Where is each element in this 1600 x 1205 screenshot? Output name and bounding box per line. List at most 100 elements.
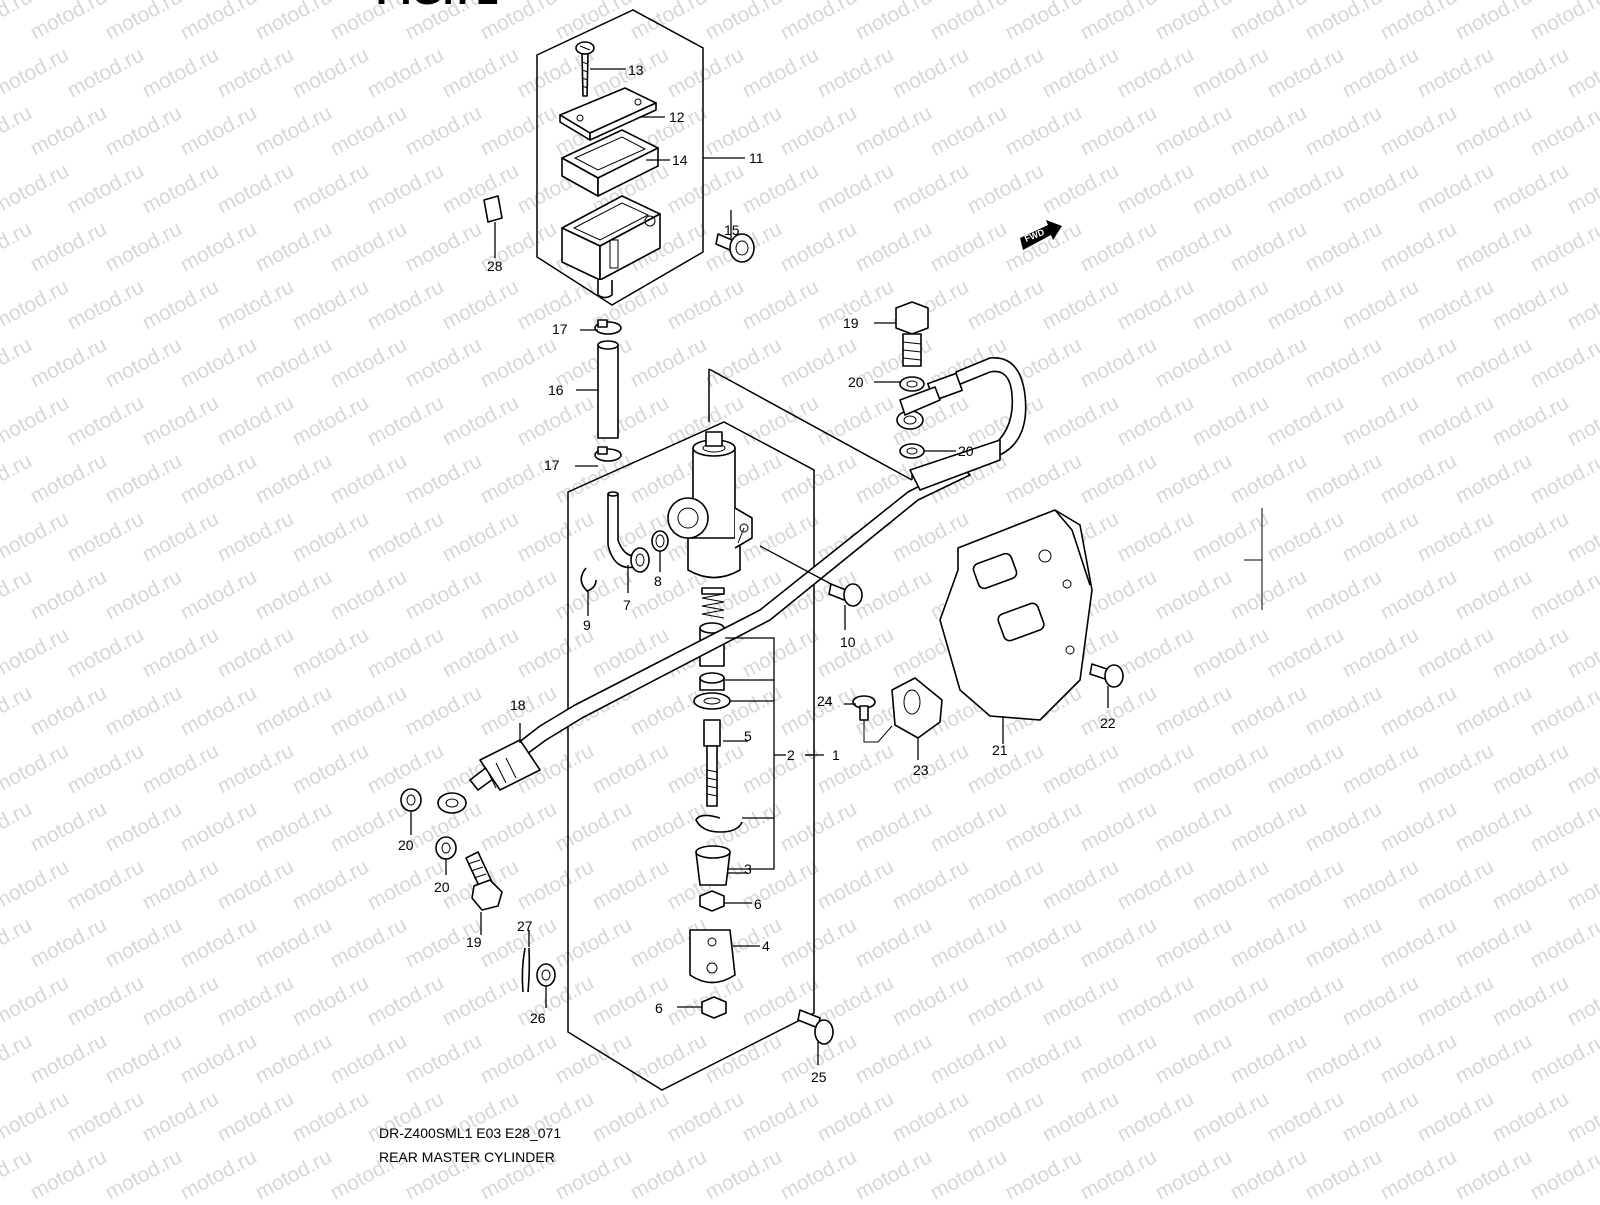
watermark-text: motod.ru [889, 159, 973, 218]
callout-4: 4 [762, 938, 770, 954]
watermark-text: motod.ru [1377, 1029, 1461, 1088]
guard-bracket [891, 677, 943, 739]
watermark-text: motod.ru [214, 391, 298, 450]
watermark-text: motod.ru [177, 1145, 261, 1200]
watermark-text: motod.ru [64, 1087, 148, 1146]
watermark-text: motod.ru [1227, 101, 1311, 160]
watermark-text: motod.ru [327, 565, 411, 624]
watermark-text: motod.ru [627, 333, 711, 392]
watermark-text: motod.ru [252, 449, 336, 508]
watermark-text: motod.ru [964, 275, 1048, 334]
watermark-text: motod.ru [1414, 739, 1498, 798]
watermark-text: motod.ru [1302, 681, 1386, 740]
watermark-text: motod.ru [1227, 1145, 1311, 1200]
watermark-text: motod.ru [777, 681, 861, 740]
watermark-text: motod.ru [1377, 681, 1461, 740]
watermark-text: motod.ru [1264, 43, 1348, 102]
washer-26 [536, 963, 556, 987]
watermark-text: motod.ru [739, 739, 823, 798]
watermark-text: motod.ru [1302, 0, 1386, 44]
figure-heading: FIG.71 [376, 0, 498, 13]
watermark-text: motod.ru [439, 971, 523, 1030]
watermark-text: motod.ru [1527, 1029, 1600, 1088]
watermark-text: motod.ru [1077, 913, 1161, 972]
watermark-text: motod.ru [777, 797, 861, 856]
watermark-text: motod.ru [1114, 971, 1198, 1030]
watermark-text: motod.ru [1002, 1029, 1086, 1088]
callout-13: 13 [628, 62, 644, 78]
watermark-text: motod.ru [1527, 797, 1600, 856]
watermark-text: motod.ru [252, 681, 336, 740]
watermark-text: motod.ru [852, 797, 936, 856]
watermark-text: motod.ru [777, 0, 861, 44]
watermark-text: motod.ru [664, 43, 748, 102]
watermark-text: motod.ru [1114, 43, 1198, 102]
callout-7: 7 [623, 597, 631, 613]
watermark-text: motod.ru [177, 0, 261, 44]
watermark-text: motod.ru [1564, 971, 1600, 1030]
watermark-text: motod.ru [1452, 1145, 1536, 1200]
watermark-text: motod.ru [1227, 797, 1311, 856]
watermark-text: motod.ru [927, 0, 1011, 44]
watermark-text: motod.ru [439, 43, 523, 102]
watermark-text: motod.ru [1564, 623, 1600, 682]
watermark-text: motod.ru [1452, 333, 1536, 392]
callout-11: 11 [749, 150, 764, 166]
clevis-pin [797, 1009, 834, 1065]
watermark-text: motod.ru [477, 797, 561, 856]
watermark-text: motod.ru [214, 507, 298, 566]
watermark-text: motod.ru [1452, 797, 1536, 856]
watermark-text: motod.ru [1152, 217, 1236, 276]
watermark-text: motod.ru [889, 971, 973, 1030]
watermark-text: motod.ru [1114, 507, 1198, 566]
watermark-text: motod.ru [177, 217, 261, 276]
watermark-text: motod.ru [589, 855, 673, 914]
watermark-text: motod.ru [814, 391, 898, 450]
watermark-text: motod.ru [1039, 855, 1123, 914]
watermark-text: motod.ru [1077, 449, 1161, 508]
watermark-text: motod.ru [0, 275, 73, 334]
watermark-text: motod.ru [1189, 275, 1273, 334]
watermark-text: motod.ru [214, 739, 298, 798]
watermark-text: motod.ru [1414, 623, 1498, 682]
callout-27: 27 [517, 918, 533, 934]
watermark-text: motod.ru [0, 1087, 73, 1146]
watermark-text: motod.ru [1489, 739, 1573, 798]
watermark-text: motod.ru [1302, 333, 1386, 392]
watermark-text: motod.ru [252, 1029, 336, 1088]
watermark-text: motod.ru [1452, 449, 1536, 508]
callout-15: 15 [724, 222, 740, 238]
watermark-text: motod.ru [1152, 797, 1236, 856]
watermark-text: motod.ru [139, 739, 223, 798]
callout-26: 26 [530, 1010, 546, 1026]
watermark-text: motod.ru [64, 739, 148, 798]
watermark-text: motod.ru [64, 855, 148, 914]
watermark-text: motod.ru [1489, 855, 1573, 914]
watermark-text: motod.ru [1527, 333, 1600, 392]
watermark-text: motod.ru [1564, 507, 1600, 566]
watermark-text: motod.ru [27, 449, 111, 508]
callout-16: 16 [548, 382, 564, 398]
watermark-text: motod.ru [1377, 333, 1461, 392]
part-number-labels: 1 2 3 4 5 6 6 7 8 9 10 11 12 13 14 15 16… [398, 62, 1116, 1085]
crush-washer-upper-1 [899, 376, 925, 392]
watermark-text: motod.ru [852, 0, 936, 44]
watermark-text: motod.ru [0, 159, 73, 218]
watermark-text: motod.ru [177, 565, 261, 624]
watermark-text: motod.ru [1152, 0, 1236, 44]
watermark-text: motod.ru [664, 739, 748, 798]
watermark-text: motod.ru [1189, 971, 1273, 1030]
callout-18: 18 [510, 697, 526, 713]
watermark-text: motod.ru [1264, 391, 1348, 450]
watermark-text: motod.ru [1152, 333, 1236, 392]
watermark-text: motod.ru [1002, 0, 1086, 44]
leader-lines [410, 68, 1004, 1008]
watermark-text: motod.ru [927, 1029, 1011, 1088]
watermark-text: motod.ru [102, 1145, 186, 1200]
watermark-text: motod.ru [1414, 275, 1498, 334]
watermark-text: motod.ru [552, 333, 636, 392]
watermark-text: motod.ru [552, 1145, 636, 1200]
master-cylinder-body [667, 431, 753, 579]
watermark-text: motod.ru [1339, 275, 1423, 334]
watermark-text: motod.ru [27, 681, 111, 740]
